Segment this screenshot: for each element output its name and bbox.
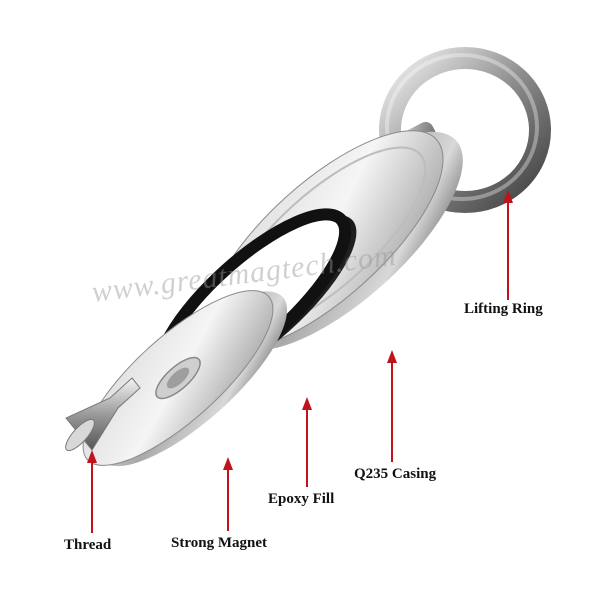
- arrow-casing: [387, 350, 397, 462]
- label-lifting-ring: Lifting Ring: [464, 301, 543, 317]
- arrow-thread: [87, 450, 97, 533]
- arrow-lifting-ring: [503, 190, 513, 300]
- label-casing: Q235 Casing: [354, 466, 437, 482]
- arrow-magnet: [223, 457, 233, 531]
- label-epoxy-fill: Epoxy Fill: [268, 491, 335, 507]
- label-strong-magnet: Strong Magnet: [171, 535, 267, 551]
- magnet-disc: [82, 290, 288, 467]
- label-thread: Thread: [64, 537, 112, 553]
- arrow-epoxy: [302, 397, 312, 487]
